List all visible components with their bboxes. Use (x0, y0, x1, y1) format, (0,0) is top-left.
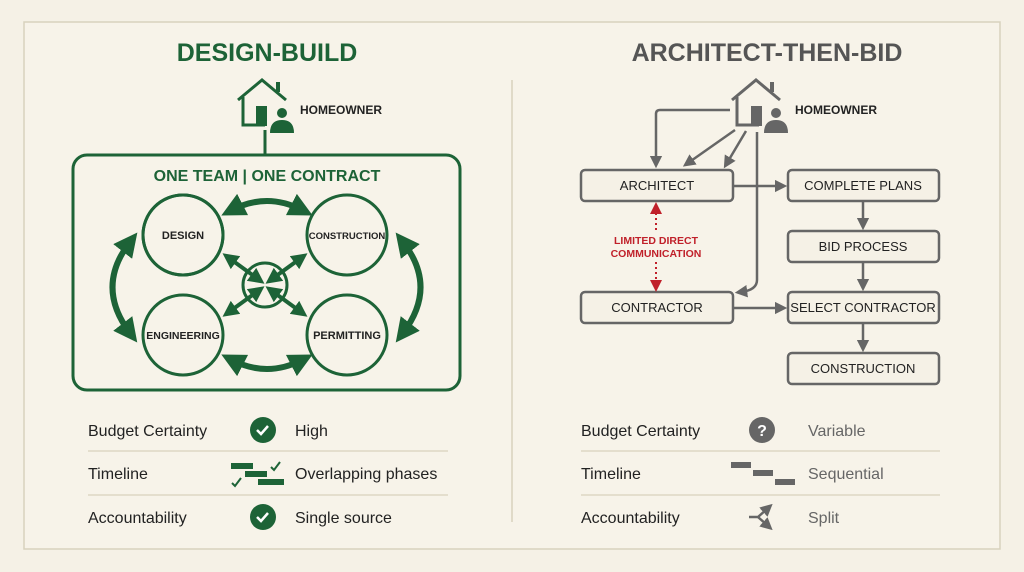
node-permitting-label: PERMITTING (313, 330, 381, 342)
construction-label: CONSTRUCTION (811, 361, 916, 376)
right-row-timeline-value: Sequential (808, 466, 884, 483)
construction-box (786, 351, 941, 386)
design-build-title: DESIGN-BUILD (177, 39, 358, 67)
architect-then-bid-title: ARCHITECT-THEN-BID (632, 39, 903, 67)
architect-box (579, 168, 735, 203)
right-row-budget-label: Budget Certainty (581, 423, 700, 440)
limited-communication-line2: COMMUNICATION (611, 248, 702, 260)
collaboration-arrows (109, 193, 424, 377)
right-row-budget-value: Variable (808, 423, 866, 440)
hub-circle (241, 261, 289, 309)
bid-process-label: BID PROCESS (819, 239, 908, 254)
complete-plans-label: COMPLETE PLANS (804, 178, 922, 193)
node-design-label: DESIGN (162, 230, 204, 242)
check-circle-icon (250, 417, 276, 443)
homeowner-house-icon (237, 78, 294, 133)
one-team-box (71, 153, 462, 392)
select-contractor-label: SELECT CONTRACTOR (790, 300, 935, 315)
right-row-accountability-value: Split (808, 510, 840, 527)
one-team-label: ONE TEAM | ONE CONTRACT (154, 168, 381, 185)
flow-arrows (649, 108, 870, 353)
limited-communication-line1: LIMITED DIRECT (614, 235, 699, 247)
left-row-timeline-value: Overlapping phases (295, 466, 437, 483)
left-row-accountability-label: Accountability (88, 510, 187, 527)
left-row-budget-label: Budget Certainty (88, 423, 207, 440)
complete-plans-box (786, 168, 941, 203)
contractor-label: CONTRACTOR (611, 300, 702, 315)
sequential-gantt-icon (731, 462, 795, 485)
homeowner-label-right: HOMEOWNER (795, 103, 877, 117)
left-row-timeline-label: Timeline (88, 466, 148, 483)
node-permitting (305, 293, 389, 377)
question-circle-icon: ? (749, 417, 775, 443)
left-row-budget-value: High (295, 423, 328, 440)
svg-text:?: ? (757, 423, 767, 440)
node-construction (305, 193, 389, 277)
node-construction-label: CONSTRUCTION (309, 231, 386, 242)
right-row-timeline-label: Timeline (581, 466, 641, 483)
contractor-box (579, 290, 735, 325)
check-circle-icon (250, 504, 276, 530)
node-engineering-label: ENGINEERING (146, 330, 220, 342)
node-engineering (141, 293, 225, 377)
select-contractor-box (786, 290, 941, 325)
homeowner-house-icon (731, 78, 788, 133)
architect-label: ARCHITECT (620, 178, 694, 193)
split-arrows-icon (749, 503, 773, 531)
bid-process-box (786, 229, 941, 264)
right-row-accountability-label: Accountability (581, 510, 680, 527)
left-row-accountability-value: Single source (295, 510, 392, 527)
overlapping-gantt-icon (231, 461, 284, 488)
homeowner-label: HOMEOWNER (300, 103, 382, 117)
